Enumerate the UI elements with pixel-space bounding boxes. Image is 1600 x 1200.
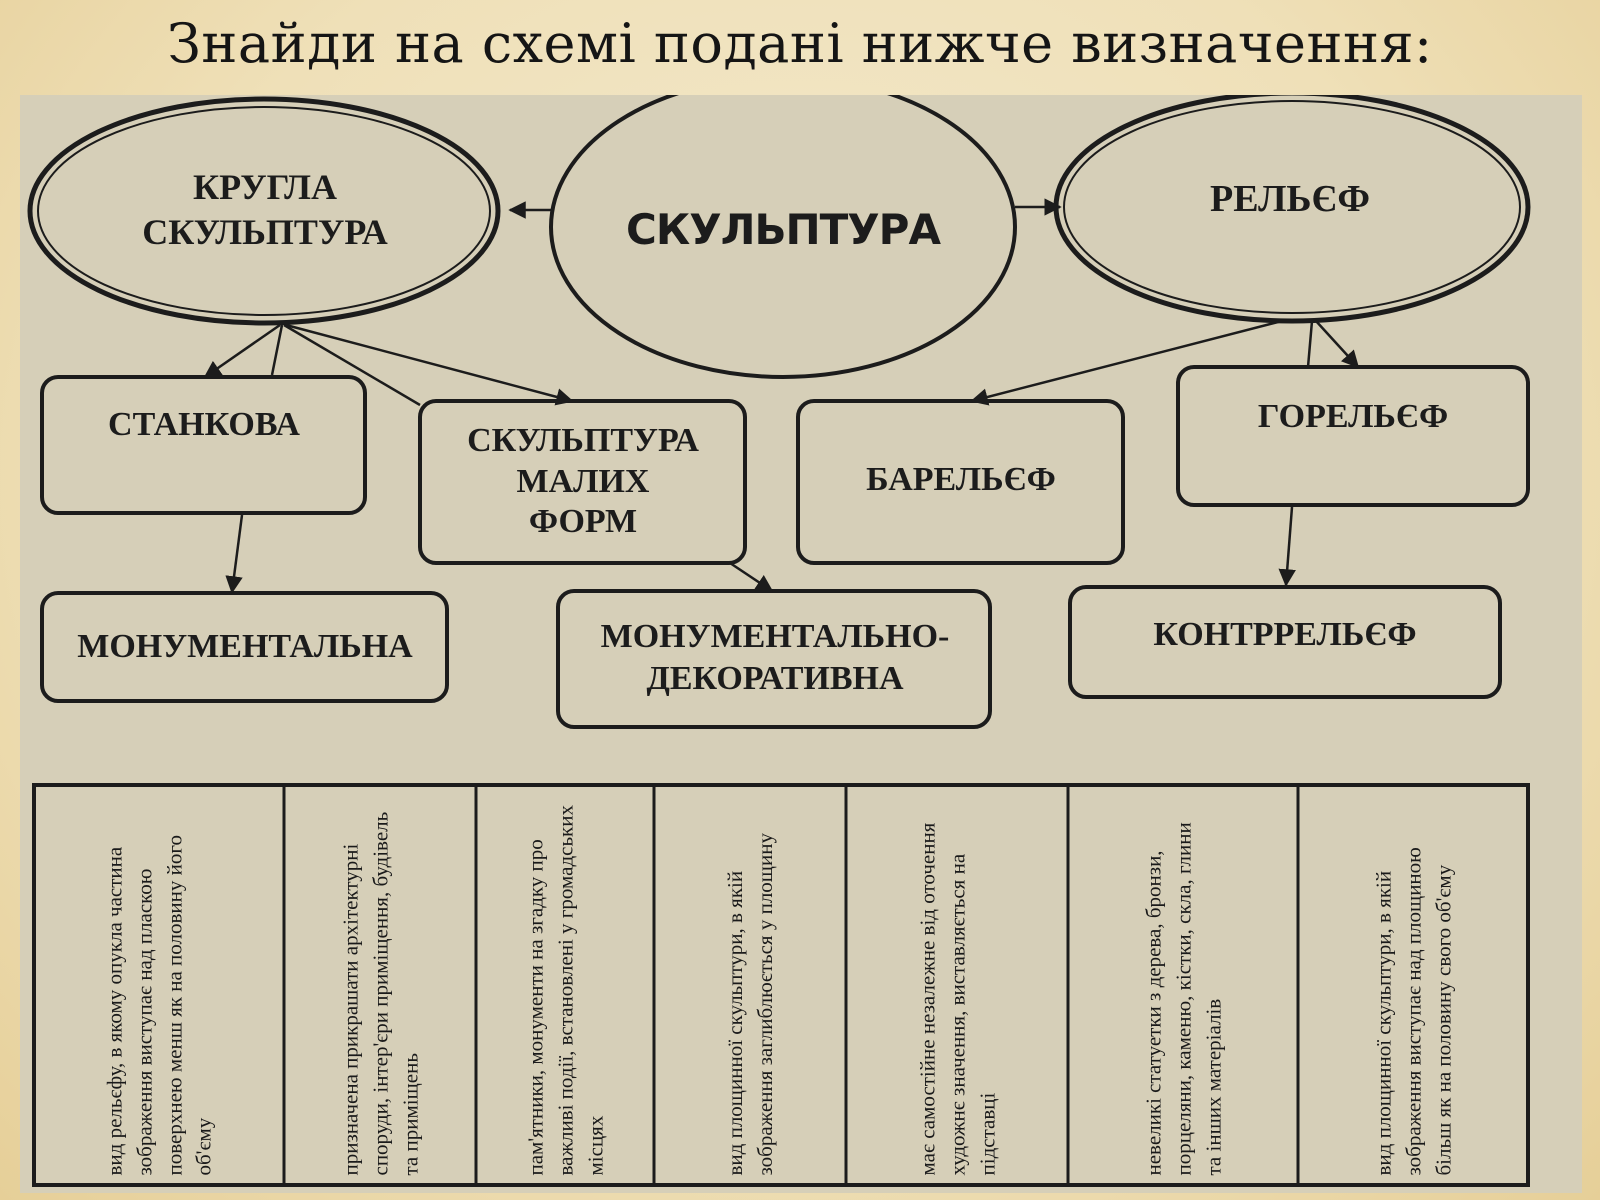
arrow-easel-to-monumental	[225, 514, 244, 594]
ellipse-sculpture-center	[549, 95, 1017, 379]
ellipse-round-sculpture	[27, 96, 501, 326]
definitions-table	[32, 783, 1530, 1187]
arrow-high-relief-to-counter	[1278, 506, 1296, 587]
box-small-forms	[418, 399, 747, 565]
definition-cell: невеликі статуетки з дерева, бронзи, пор…	[1072, 793, 1296, 1183]
label-monumental: МОНУМЕНТАЛЬНА	[77, 627, 413, 665]
label-counter-relief: КОНТРРЕЛЬЄФ	[1153, 615, 1417, 653]
arrow-relief-to-bas-relief	[970, 319, 1283, 406]
line-round-to-monumental	[270, 324, 284, 376]
definition-cell: вид рельєфу, в якому опукла частина зобр…	[38, 793, 282, 1183]
definition-text: вид рельєфу, в якому опукла частина зобр…	[102, 835, 216, 1176]
definition-cell: пам'ятники, монументи на згадку про важл…	[480, 793, 652, 1183]
label-easel: СТАНКОВА	[108, 405, 300, 443]
diagram-svg	[27, 95, 1531, 1187]
page-title: Знайди на схемі подані нижче визначення:	[167, 12, 1433, 75]
definition-cell: призначена прикрашати архітектурні спору…	[288, 793, 474, 1183]
label-high-relief: ГОРЕЛЬЄФ	[1257, 397, 1449, 435]
label-bas-relief: БАРЕЛЬЄФ	[866, 460, 1056, 498]
arrow-round-to-decorative	[285, 323, 574, 406]
diagram-panel: КРУГЛА СКУЛЬПТУРА СКУЛЬПТУРА РЕЛЬЄФ СТАН…	[20, 95, 1582, 1193]
box-bas-relief	[796, 399, 1125, 565]
label-monumental-decorative: МОНУМЕНТАЛЬНО- ДЕКОРАТИВНА	[600, 617, 950, 698]
definition-cell: вид площинної скульптури, в якій зображе…	[1302, 793, 1526, 1183]
definition-text: вид площинної скульптури, в якій зображе…	[1371, 847, 1455, 1176]
definition-text: невеликі статуетки з дерева, бронзи, пор…	[1141, 822, 1225, 1176]
line-round-to-small-forms	[283, 323, 421, 407]
box-monumental-decorative	[556, 589, 992, 729]
definition-cell: має самостійне незалежне від оточення ху…	[850, 793, 1066, 1183]
arrow-round-to-easel	[203, 323, 281, 379]
box-counter-relief	[1068, 585, 1502, 699]
box-easel	[40, 375, 367, 515]
definition-text: вид площинної скульптури, в якій зображе…	[723, 833, 777, 1176]
arrow-small-forms-to-decorative	[729, 561, 774, 593]
label-small-forms: СКУЛЬПТУРА МАЛИХ ФОРМ	[467, 421, 699, 541]
definition-cell: вид площинної скульптури, в якій зображе…	[658, 793, 844, 1183]
box-monumental	[40, 591, 449, 703]
arrow-relief-to-high-relief	[1315, 320, 1360, 369]
definition-text: пам'ятники, монументи на згадку про важл…	[523, 805, 607, 1176]
definition-text: має самостійне незалежне від оточення ху…	[915, 822, 999, 1176]
label-sculpture-center: СКУЛЬПТУРА	[626, 204, 941, 254]
line-relief-to-counter	[1306, 320, 1314, 368]
definition-text: призначена прикрашати архітектурні спору…	[338, 811, 422, 1176]
label-round-sculpture: КРУГЛА СКУЛЬПТУРА	[142, 167, 388, 252]
label-relief: РЕЛЬЄФ	[1210, 178, 1370, 221]
